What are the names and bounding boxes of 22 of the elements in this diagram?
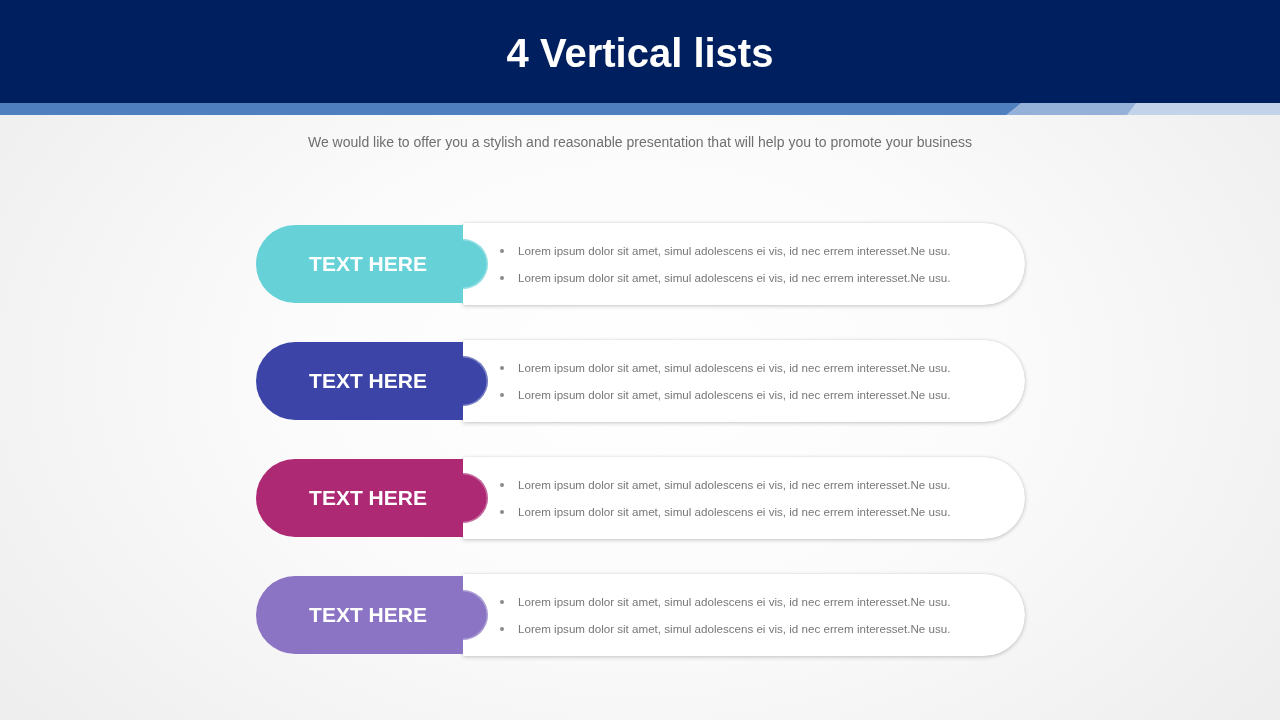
text-panel [463, 223, 1025, 305]
bullet-text: Lorem ipsum dolor sit amet, simul adolescens ei vis, id nec errem interesset.Ne usu. [518, 593, 951, 610]
bullet-text: Lorem ipsum dolor sit amet, simul adolescens ei vis, id nec errem interesset.Ne usu. [518, 503, 951, 520]
bullet-text: Lorem ipsum dolor sit amet, simul adolescens ei vis, id nec errem interesset.Ne usu. [518, 620, 951, 637]
text-panel [463, 457, 1025, 539]
label-tab [256, 576, 488, 654]
slide-title: 4 Vertical lists [506, 30, 774, 77]
bullet-text: Lorem ipsum dolor sit amet, simul adolescens ei vis, id nec errem interesset.Ne usu. [518, 269, 951, 286]
bullet-text: Lorem ipsum dolor sit amet, simul adolescens ei vis, id nec errem interesset.Ne usu. [518, 242, 951, 259]
label-tab [256, 225, 488, 303]
tab-title: TEXT HERE [309, 602, 427, 628]
bullet-text: Lorem ipsum dolor sit amet, simul adolescens ei vis, id nec errem interesset.Ne usu. [518, 386, 951, 403]
text-panel [463, 340, 1025, 422]
label-tab [256, 459, 488, 537]
tab-title: TEXT HERE [309, 485, 427, 511]
label-tab [256, 342, 488, 420]
bullet-text: Lorem ipsum dolor sit amet, simul adolescens ei vis, id nec errem interesset.Ne usu. [518, 476, 951, 493]
text-panel [463, 574, 1025, 656]
subtitle: We would like to offer you a stylish and reasonable presentation that will help you to promote your business [307, 133, 973, 151]
tab-title: TEXT HERE [309, 251, 427, 277]
tab-title: TEXT HERE [309, 368, 427, 394]
bullet-text: Lorem ipsum dolor sit amet, simul adolescens ei vis, id nec errem interesset.Ne usu. [518, 359, 951, 376]
